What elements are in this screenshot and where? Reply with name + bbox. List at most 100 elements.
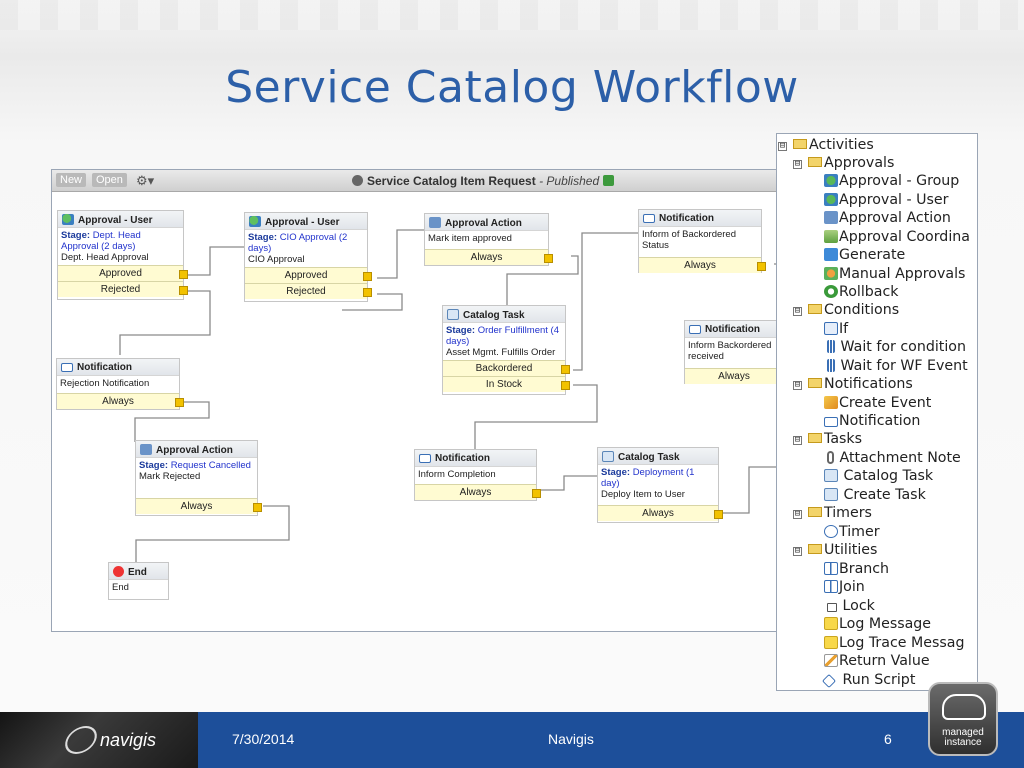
folder-icon	[808, 304, 822, 314]
catalog-task-icon	[602, 451, 614, 462]
branch-icon	[824, 562, 838, 575]
folder-icon	[793, 139, 807, 149]
tree-utilities[interactable]: ⊟Utilities	[793, 542, 878, 558]
script-icon	[821, 673, 837, 689]
collapse-toggle[interactable]: ⊟	[793, 380, 802, 390]
join-icon	[824, 580, 838, 593]
tree-item-approval-coordinator[interactable]: Approval Coordina	[824, 228, 970, 246]
info-icon	[352, 175, 363, 186]
create-task-icon	[824, 488, 838, 501]
tree-item-create-task[interactable]: Create Task	[824, 486, 926, 504]
end-icon	[113, 566, 124, 577]
tree-item-rollback[interactable]: Rollback	[824, 283, 899, 301]
tree-item-catalog-task[interactable]: Catalog Task	[824, 467, 933, 485]
tree-item-approval-group[interactable]: Approval - Group	[824, 172, 959, 190]
return-value-icon	[824, 654, 838, 667]
tree-item-notification[interactable]: Notification	[824, 412, 920, 430]
tree-item-wait-wf-event[interactable]: Wait for WF Event	[827, 357, 968, 375]
in-stock-output[interactable]: In Stock	[443, 376, 570, 392]
tree-item-approval-user[interactable]: Approval - User	[824, 191, 948, 209]
wait-icon	[827, 340, 835, 353]
paperclip-icon	[827, 451, 834, 464]
footer-date: 7/30/2014	[232, 731, 295, 747]
approval-action-icon	[429, 217, 441, 228]
workflow-editor: New Open ⚙▾ Service Catalog Item Request…	[51, 169, 811, 632]
catalog-task-icon	[447, 309, 459, 320]
envelope-icon	[419, 454, 431, 463]
manual-approvals-icon	[824, 267, 838, 280]
approval-action-node-cancelled[interactable]: Approval Action Stage: Request Cancelled…	[135, 440, 262, 516]
approval-user-node-cio[interactable]: Approval - User Stage: CIO Approval (2 d…	[244, 212, 372, 302]
approved-output[interactable]: Approved	[58, 265, 188, 281]
gear-icon[interactable]: ⚙▾	[136, 173, 155, 188]
tree-item-branch[interactable]: Branch	[824, 560, 889, 578]
folder-icon	[808, 157, 822, 167]
page-number: 6	[884, 731, 892, 747]
tree-item-attachment-note[interactable]: Attachment Note	[827, 449, 961, 467]
always-output[interactable]: Always	[57, 393, 184, 409]
tree-conditions[interactable]: ⊟Conditions	[793, 302, 900, 318]
catalog-task-node-fulfillment[interactable]: Catalog Task Stage: Order Fulfillment (4…	[442, 305, 570, 395]
rejected-output[interactable]: Rejected	[58, 281, 188, 297]
catalog-task-node-deployment[interactable]: Catalog Task Stage: Deployment (1 day)De…	[597, 447, 723, 523]
navigis-logo-icon	[60, 726, 102, 754]
always-output[interactable]: Always	[685, 368, 788, 384]
tree-item-run-script[interactable]: Run Script	[821, 671, 915, 689]
workflow-title: Service Catalog Item Request - Published	[352, 174, 615, 188]
tree-timers[interactable]: ⊟Timers	[793, 505, 872, 521]
notification-node-backordered-received[interactable]: Notification Inform Backordered received…	[684, 320, 788, 384]
footer-company: Navigis	[548, 731, 594, 747]
collapse-toggle[interactable]: ⊟	[793, 159, 802, 169]
always-output[interactable]: Always	[639, 257, 766, 273]
collapse-toggle[interactable]: ⊟	[793, 435, 802, 445]
tree-tasks[interactable]: ⊟Tasks	[793, 431, 863, 447]
tree-item-approval-action[interactable]: Approval Action	[824, 209, 951, 227]
tree-item-create-event[interactable]: Create Event	[824, 394, 931, 412]
publish-icon[interactable]	[603, 175, 615, 186]
activities-panel: ⊟Activities ⊟Approvals Approval - Group …	[776, 133, 978, 691]
always-output[interactable]: Always	[425, 249, 553, 265]
log-trace-icon	[824, 636, 838, 649]
tree-item-manual-approvals[interactable]: Manual Approvals	[824, 265, 965, 283]
approval-user-node-dept-head[interactable]: Approval - User Stage: Dept. Head Approv…	[57, 210, 188, 300]
collapse-toggle[interactable]: ⊟	[793, 509, 802, 519]
tree-item-log-message[interactable]: Log Message	[824, 615, 931, 633]
approval-coordinator-icon	[824, 230, 838, 243]
tree-item-return-value[interactable]: Return Value	[824, 652, 930, 670]
approval-user-icon	[824, 193, 838, 206]
tree-item-wait-condition[interactable]: Wait for condition	[827, 338, 966, 356]
tree-item-timer[interactable]: Timer	[824, 523, 880, 541]
tree-activities[interactable]: ⊟Activities	[778, 137, 874, 153]
if-icon	[824, 322, 838, 335]
always-output[interactable]: Always	[415, 484, 541, 500]
managed-instance-badge: managed instance	[928, 682, 998, 756]
tree-item-join[interactable]: Join	[824, 578, 865, 596]
approved-output[interactable]: Approved	[245, 267, 372, 283]
collapse-toggle[interactable]: ⊟	[793, 306, 802, 316]
notification-node-rejection[interactable]: Notification Rejection Notification Alwa…	[56, 358, 184, 410]
tree-item-log-trace-message[interactable]: Log Trace Messag	[824, 634, 964, 652]
collapse-toggle[interactable]: ⊟	[778, 141, 787, 151]
open-button[interactable]: Open	[92, 173, 127, 187]
rejected-output[interactable]: Rejected	[245, 283, 372, 299]
approval-action-node-approved[interactable]: Approval Action Mark item approved Alway…	[424, 213, 553, 266]
always-output[interactable]: Always	[598, 505, 723, 521]
collapse-toggle[interactable]: ⊟	[793, 546, 802, 556]
tree-item-lock[interactable]: Lock	[827, 597, 875, 615]
notification-node-completion[interactable]: Notification Inform Completion Always	[414, 449, 541, 501]
tree-notifications[interactable]: ⊟Notifications	[793, 376, 913, 392]
tree-approvals[interactable]: ⊟Approvals	[793, 155, 895, 171]
notification-node-backordered-status[interactable]: Notification Inform of Backordered Statu…	[638, 209, 766, 273]
workflow-toolbar: New Open ⚙▾ Service Catalog Item Request…	[52, 170, 810, 192]
tree-item-generate[interactable]: Generate	[824, 246, 905, 264]
envelope-icon	[61, 363, 73, 372]
backordered-output[interactable]: Backordered	[443, 360, 570, 376]
navigis-logo-block: navigis	[0, 712, 198, 768]
approval-group-icon	[824, 174, 838, 187]
always-output[interactable]: Always	[136, 498, 262, 514]
new-button[interactable]: New	[56, 173, 87, 187]
connector-lines	[119, 229, 792, 562]
tree-item-if[interactable]: If	[824, 320, 848, 338]
catalog-task-icon	[824, 469, 838, 482]
end-node[interactable]: End End	[108, 562, 169, 600]
